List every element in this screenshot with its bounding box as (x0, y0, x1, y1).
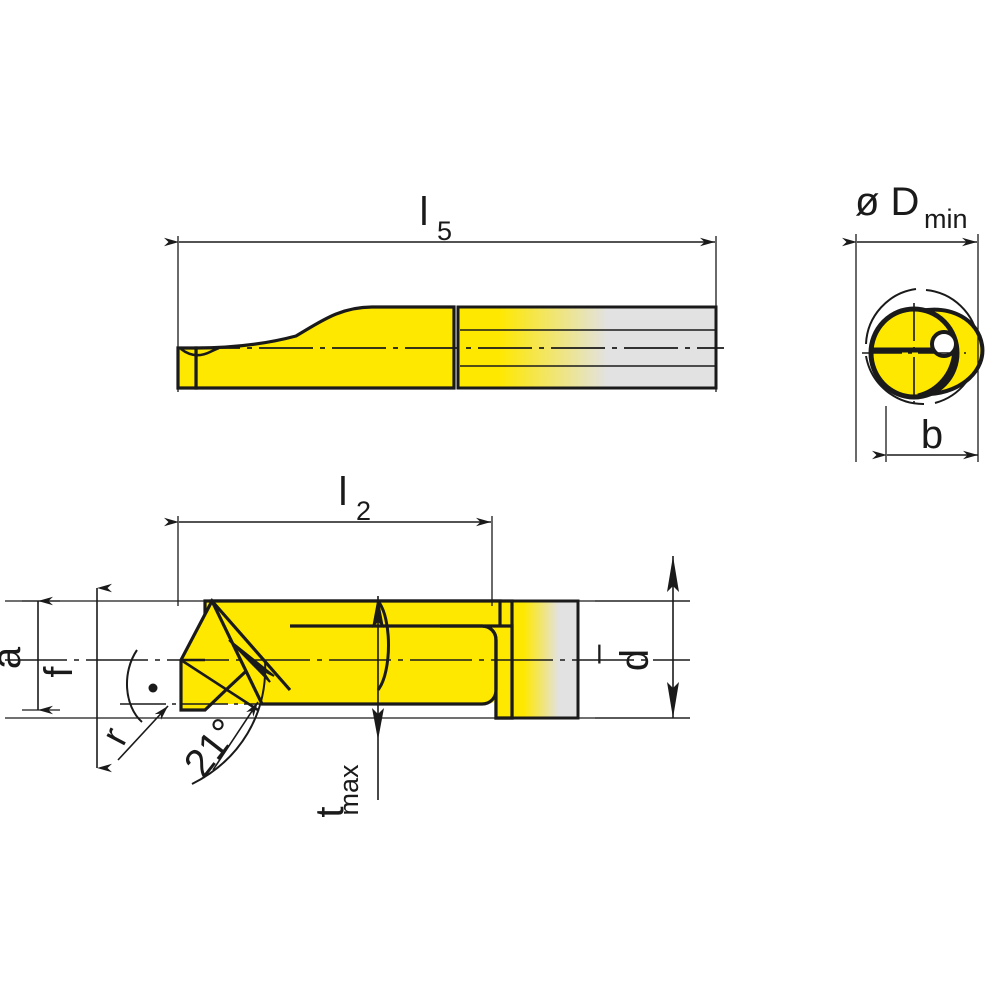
label-tmax-main: t (308, 806, 352, 817)
plan-pocket-edge (290, 624, 498, 690)
dimension-label-a: a (0, 646, 29, 669)
dimension-label-f: f (37, 666, 81, 678)
dimension-label-d-prefix: – (578, 644, 616, 663)
label-dmin-subscript: min (924, 204, 968, 234)
bore-arc-nw (865, 288, 917, 345)
plan-insert-seat-edge (210, 599, 292, 692)
plan-section-arc (376, 600, 390, 691)
side-elevation-view: l 5 (164, 190, 724, 392)
radius-centre-dot (148, 683, 158, 693)
label-tmax-subscript: max (334, 764, 364, 816)
angle-leader-21 (212, 701, 259, 771)
dimension-label-d: d (613, 649, 657, 671)
dimension-label-dmin: ø D min (855, 180, 968, 234)
dimension-label-b: b (921, 413, 943, 457)
angle-arc-21 (191, 659, 267, 785)
d-arrow-bottom (667, 682, 679, 718)
label-l5-main: l (420, 190, 429, 234)
plan-insert-pointer (228, 639, 275, 683)
label-l2-subscript: 2 (356, 496, 371, 526)
d-arrow-top (667, 556, 679, 592)
label-dmin-main: ø D (855, 180, 919, 224)
tmax-arrow-up (372, 596, 384, 628)
dimension-label-l5: l 5 (420, 190, 452, 246)
clamp-screw-hole (930, 330, 958, 358)
leader-line-r (117, 705, 169, 761)
label-l5-subscript: 5 (437, 216, 452, 246)
label-l2-main: l (339, 470, 348, 514)
plan-insert-flank (180, 658, 259, 712)
dimension-label-l2: l 2 (339, 470, 371, 526)
plan-view: l 2 a f r 21° t max d (0, 470, 690, 818)
side-tip-notch (180, 346, 220, 357)
radius-arc (126, 649, 143, 723)
end-section-view: ø D min b (842, 180, 985, 462)
tmax-arrow-down (372, 708, 384, 740)
dimension-label-tmax: t max (308, 764, 364, 818)
